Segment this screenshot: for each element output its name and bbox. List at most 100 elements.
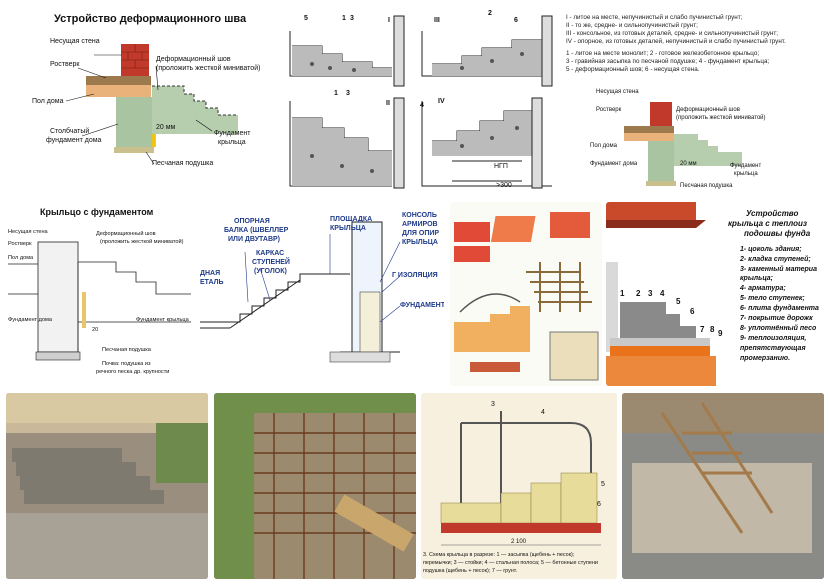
porch-sections-drawing: [289, 15, 553, 189]
insul-item-7: 6- плита фундамента: [740, 305, 819, 312]
insul-item-8: 7- покрытие дорожк: [740, 315, 813, 322]
frame-label-console-4: КРЫЛЬЦА: [402, 239, 438, 246]
insul-num-9: 9: [718, 329, 723, 338]
insul-item-3: 3- каменный материа: [740, 266, 817, 273]
label-found: Фундамент: [214, 130, 251, 137]
section-dim: >300: [496, 182, 512, 189]
section-num-6: 6: [514, 17, 518, 24]
frame-label-frame: КАРКАС: [256, 250, 285, 257]
frame-label-platform: ПЛОЩАДКА: [330, 216, 373, 223]
frame-label-console: КОНСОЛЬ: [402, 212, 437, 219]
foundation-label-rostverk: Ростверк: [8, 241, 32, 247]
label-rostverk: Ростверк: [50, 61, 80, 68]
section-num-5: 5: [304, 15, 308, 22]
photo-wood-formwork: [622, 393, 824, 579]
frame-label-frame-2: СТУПЕНЕЙ: [252, 259, 290, 266]
label-sand: Песчаная подушка: [152, 160, 214, 167]
section-ngp: НГП: [494, 163, 508, 170]
legend-label-found-2: крыльца: [734, 171, 758, 177]
legend-line-1: I - литое на месте, непучинистый и слабо…: [566, 14, 743, 21]
foundation-label-joint: Деформационный шов: [96, 231, 156, 237]
insul-item-5: 4- арматура;: [740, 285, 786, 292]
legend-label-rostverk: Ростверк: [596, 107, 622, 113]
insul-num-6: 6: [690, 307, 695, 316]
insul-item-12: промерзанию.: [740, 355, 791, 362]
image-tile-steel-frame[interactable]: ОПОРНАЯ БАЛКА (ШВЕЛЛЕР ИЛИ ДВУТАВР) КАРК…: [200, 202, 444, 386]
insul-num-2: 2: [636, 289, 641, 298]
section-num-1: 1: [342, 15, 346, 22]
foundation-label-floor: Пол дома: [8, 255, 34, 261]
formwork-illustrations-drawing: [454, 212, 599, 381]
legend-line-7: 5 - деформационный шов; 6 - несущая стен…: [566, 66, 700, 73]
legend-mini-drawing: [624, 102, 742, 186]
label-pillar-2: фундамент дома: [46, 137, 102, 144]
label-gap: 20 мм: [156, 124, 176, 131]
foundation-label-gap: 20: [92, 327, 99, 333]
legend-label-joint-2: (проложить жесткой миниватой): [676, 115, 766, 121]
label-joint-2: (проложить жесткой миниватой): [156, 65, 261, 72]
insul-item-6: 5- тело ступенек;: [740, 295, 805, 302]
frame-label-beam-2: БАЛКА (ШВЕЛЛЕР: [224, 227, 289, 234]
photo-rebar: [214, 393, 416, 579]
frame-label-platform-2: КРЫЛЬЦА: [330, 225, 366, 232]
image-tile-photo-rebar[interactable]: [214, 393, 416, 579]
insul-item-11: препятствующая: [740, 345, 806, 352]
legend-line-6: 3 - гравийная засыпка по песчаной подушк…: [566, 58, 770, 65]
scheme-num-5: 5: [601, 481, 605, 488]
legend-line-3: III - консольное, из готовых деталей, ср…: [566, 30, 778, 37]
insul-num-4: 4: [660, 289, 665, 298]
legend-label-sand: Песчаная подушка: [680, 183, 733, 189]
insul-item-2: 2- кладка ступеней;: [740, 256, 811, 263]
label-joint: Деформационный шов: [156, 56, 231, 63]
photo-concrete-steps: [6, 393, 208, 579]
frame-label-fnd: ФУНДАМЕНТ: [400, 302, 444, 309]
foundation-label-found-2: Фундамент крыльца: [136, 317, 189, 323]
legend-line-5: 1 - литое на месте монолит; 2 - готовое …: [566, 50, 760, 57]
image-tile-section-scheme[interactable]: 3 4 5 6 2 100 3. Схема крыльца в разрезе…: [421, 393, 617, 579]
insul-item-1: 1- цоколь здания;: [740, 246, 802, 253]
section-num-4: 4: [420, 102, 424, 109]
scheme-caption-3: подушка (щебень + песок); 7 — грунт.: [423, 568, 518, 574]
frame-label-beam-3: ИЛИ ДВУТАВР): [228, 236, 280, 243]
frame-label-beam: ОПОРНАЯ: [234, 218, 270, 225]
section-num-3b: 3: [346, 90, 350, 97]
frame-label-console-3: ДЛЯ ОПИР: [402, 230, 440, 237]
frame-label-left-2: ЕТАЛЬ: [200, 279, 224, 286]
section-scheme-drawing: [440, 411, 601, 546]
label-wall: Несущая стена: [50, 38, 100, 45]
legend-line-4: IV - опорное, из готовых деталей, непучи…: [566, 38, 786, 45]
insul-item-10: 9- теплоизоляция,: [740, 335, 807, 342]
foundation-label-sand-2: Почва: подушка из: [102, 361, 151, 367]
label-found-2: крыльца: [218, 139, 246, 146]
insul-title-3: подошвы фунда: [744, 229, 811, 238]
frame-label-insul: Г ИЗОЛЯЦИЯ: [392, 272, 438, 279]
image-tile-porch-foundation[interactable]: Крыльцо с фундаментом Несущая стена Рост…: [6, 202, 194, 386]
insulated-porch-drawing: [606, 202, 716, 386]
steel-frame-drawing: [200, 221, 401, 363]
section-label-I: I: [388, 17, 390, 24]
insul-num-5: 5: [676, 297, 681, 306]
legend-label-gap: 20 мм: [680, 161, 697, 167]
image-tile-porch-sections[interactable]: 5 1 3 I III 2 6 1 3 II 4 IV НГП >300: [282, 6, 558, 194]
frame-label-left: ДНАЯ: [200, 270, 221, 277]
image-tile-formwork-illustrations[interactable]: [450, 202, 602, 386]
joint-diagram-drawing: [65, 44, 238, 165]
foundation-label-joint-2: (проложить жесткой миниватой): [100, 239, 184, 245]
scheme-caption-2: перемычки; 3 — стойки; 4 — стальная поло…: [423, 560, 598, 566]
image-tile-joint-diagram[interactable]: Устройство деформационного шва Несущая с…: [6, 6, 278, 194]
insul-num-1: 1: [620, 289, 625, 298]
legend-label-pillar: Фундамент дома: [590, 161, 638, 167]
scheme-caption: 3. Схема крыльца в разрезе: 1 — засыпка …: [423, 552, 575, 558]
insul-item-9: 8- уплотнённый песо: [740, 325, 817, 332]
insul-title: Устройство: [746, 209, 799, 218]
scheme-dim: 2 100: [511, 539, 527, 545]
image-tile-photo-wood-formwork[interactable]: [622, 393, 824, 579]
scheme-num-3: 3: [491, 401, 495, 408]
legend-label-wall: Несущая стена: [596, 89, 639, 95]
legend-label-joint: Деформационный шов: [676, 107, 740, 113]
image-tile-photo-concrete-steps[interactable]: [6, 393, 208, 579]
insul-num-8: 8: [710, 325, 715, 334]
foundation-title: Крыльцо с фундаментом: [40, 207, 154, 217]
image-tile-insulated-porch[interactable]: Устройство крыльца с теплоиз подошвы фун…: [606, 202, 824, 386]
image-tile-legend-diagram[interactable]: I - литое на месте, непучинистый и слабо…: [562, 6, 824, 194]
